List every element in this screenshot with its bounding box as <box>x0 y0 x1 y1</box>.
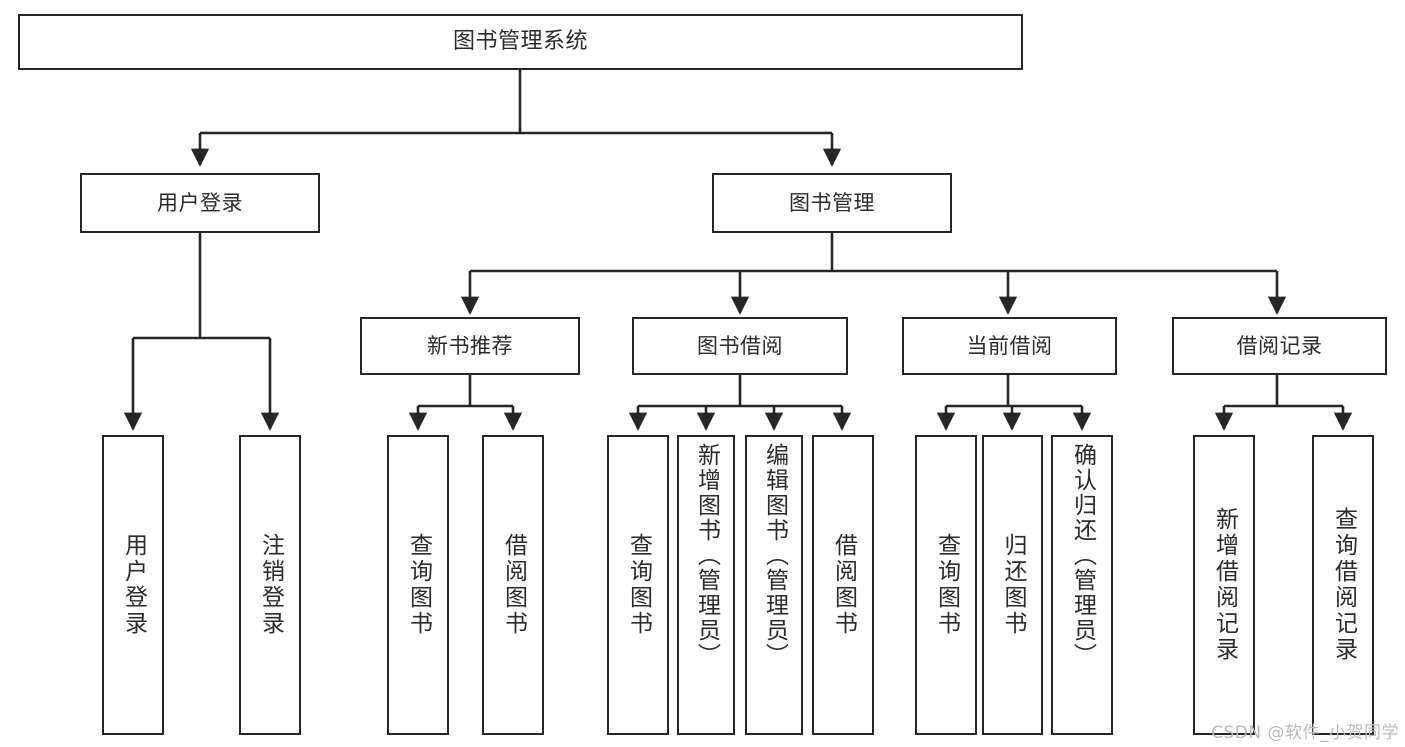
leaf-logout-login[interactable]: 注销登录 <box>239 435 301 735</box>
node-borrow-record[interactable]: 借阅记录 <box>1172 317 1387 375</box>
leaf-borrow-book-2[interactable]: 借阅图书 <box>812 435 874 735</box>
node-label: 查询图书 <box>625 533 652 637</box>
node-root-system[interactable]: 图书管理系统 <box>18 14 1023 70</box>
leaf-add-book-admin[interactable]: 新增图书（管理员） <box>677 435 735 735</box>
node-label: 图书管理 <box>789 190 875 215</box>
node-label: 图书管理系统 <box>452 29 588 55</box>
node-label: 新增图书（管理员） <box>693 443 720 668</box>
node-label: 归还图书 <box>1000 533 1026 637</box>
leaf-confirm-return-admin[interactable]: 确认归还（管理员） <box>1051 435 1113 735</box>
leaf-query-book-3[interactable]: 查询图书 <box>915 435 977 735</box>
node-label: 借阅图书 <box>830 533 857 637</box>
leaf-query-book-1[interactable]: 查询图书 <box>387 435 449 735</box>
leaf-query-borrow-record[interactable]: 查询借阅记录 <box>1312 435 1374 735</box>
node-book-borrow[interactable]: 图书借阅 <box>632 317 848 375</box>
node-label: 借阅图书 <box>500 533 527 637</box>
node-label: 图书借阅 <box>697 333 783 358</box>
node-label: 新增借阅记录 <box>1211 507 1238 663</box>
node-label: 查询借阅记录 <box>1330 507 1357 663</box>
node-current-borrow[interactable]: 当前借阅 <box>902 317 1117 375</box>
watermark-text: CSDN @软件_小贺同学 <box>1211 723 1399 743</box>
node-label: 新书推荐 <box>427 333 513 358</box>
leaf-add-borrow-record[interactable]: 新增借阅记录 <box>1193 435 1255 735</box>
node-label: 当前借阅 <box>966 333 1053 358</box>
node-user-login[interactable]: 用户登录 <box>80 173 320 233</box>
leaf-edit-book-admin[interactable]: 编辑图书（管理员） <box>745 435 803 735</box>
node-label: 确认归还（管理员） <box>1069 443 1096 668</box>
node-new-book-rec[interactable]: 新书推荐 <box>360 317 580 375</box>
node-label: 注销登录 <box>257 533 284 637</box>
node-label: 查询图书 <box>405 533 432 637</box>
leaf-return-book[interactable]: 归还图书 <box>982 435 1043 735</box>
node-label: 用户登录 <box>120 533 147 637</box>
node-label: 借阅记录 <box>1236 333 1323 358</box>
node-label: 用户登录 <box>157 190 243 215</box>
node-label: 编辑图书（管理员） <box>761 443 788 668</box>
node-label: 查询图书 <box>933 533 960 637</box>
node-book-manage[interactable]: 图书管理 <box>712 173 952 233</box>
leaf-user-login[interactable]: 用户登录 <box>102 435 164 735</box>
leaf-query-book-2[interactable]: 查询图书 <box>607 435 669 735</box>
leaf-borrow-book-1[interactable]: 借阅图书 <box>482 435 544 735</box>
